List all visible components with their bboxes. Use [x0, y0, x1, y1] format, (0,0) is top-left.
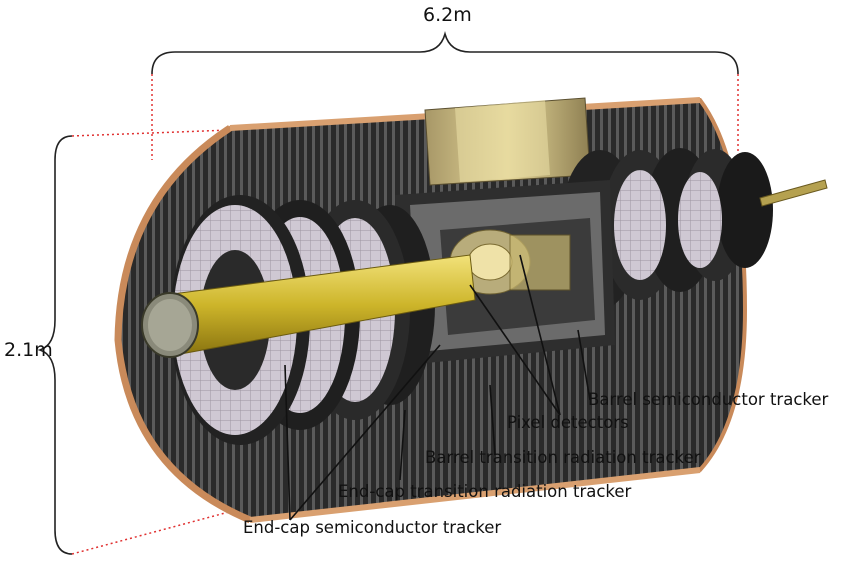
endcap-sct-line-a	[284, 364, 291, 521]
endcap-sct-line-b	[289, 344, 441, 521]
barrel-sct-line	[577, 329, 591, 401]
pixel-detectors-label: Pixel detectors	[507, 413, 629, 432]
support-block	[424, 97, 591, 186]
barrel-region	[395, 180, 615, 365]
diameter-bracket	[37, 129, 256, 555]
length-label: 6.2m	[423, 4, 472, 26]
endcap-trt-line	[399, 409, 406, 481]
beam-pipe	[141, 254, 476, 358]
barrel-trt-line	[489, 384, 496, 456]
diameter-label: 2.1m	[4, 339, 53, 361]
endcap-trt-label: End-cap transition radiation tracker	[338, 482, 632, 501]
barrel-sct-label: Barrel semiconductor tracker	[588, 390, 829, 409]
beam-pipe-right	[759, 179, 828, 207]
pixel-line-a	[519, 254, 561, 416]
endcap-sct-label: End-cap semiconductor tracker	[243, 518, 502, 537]
barrel-trt-label: Barrel transition radiation tracker	[425, 448, 701, 467]
length-bracket	[151, 31, 739, 160]
callout-lines	[284, 254, 591, 521]
pixel-line-b	[469, 284, 561, 416]
